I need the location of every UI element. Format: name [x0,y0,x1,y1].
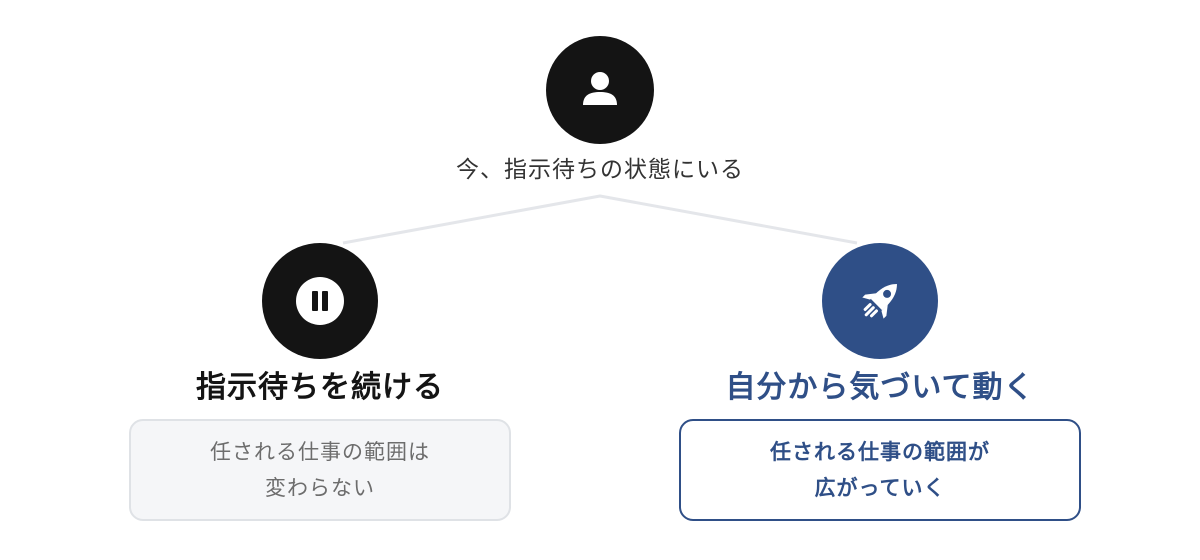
right-node-circle [822,243,938,359]
user-icon [583,72,617,105]
right-result-text: 任される仕事の範囲が 広がっていく [770,434,990,506]
left-node-circle [262,243,378,359]
left-branch-title: 指示待ちを続ける [196,370,444,405]
top-node-circle [546,36,654,144]
left-result-box: 任される仕事の範囲は 変わらない [129,419,511,521]
connector-line [342,194,858,245]
left-result-line1: 任される仕事の範囲は [210,440,430,464]
right-result-line2: 広がっていく [814,476,946,500]
right-branch-title: 自分から気づいて動く [725,370,1035,405]
top-node-label: 今、指示待ちの状態にいる [456,157,744,183]
rocket-icon [862,284,897,319]
left-result-line2: 変わらない [265,476,375,500]
pause-icon [296,277,344,325]
right-result-line1: 任される仕事の範囲が [770,440,990,464]
left-result-text: 任される仕事の範囲は 変わらない [210,434,430,506]
right-result-box: 任される仕事の範囲が 広がっていく [679,419,1081,521]
